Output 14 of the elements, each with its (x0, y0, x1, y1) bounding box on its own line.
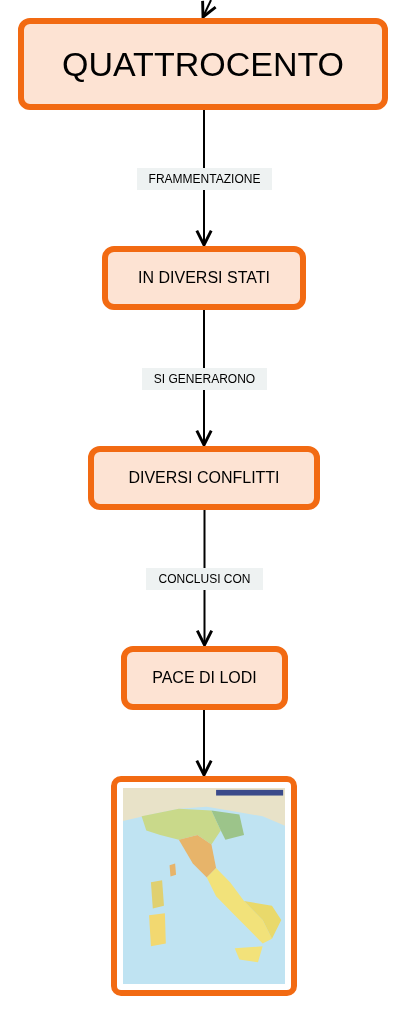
concept-box (88, 446, 320, 510)
concept-text: DIVERSI CONFLITTI (128, 468, 280, 488)
concept-text: QUATTROCENTO (61, 43, 345, 85)
concept-text: IN DIVERSI STATI (138, 268, 270, 288)
edge-label: SI GENERARONO (141, 368, 268, 390)
arrow (201, 0, 218, 19)
edge-label: FRAMMENTAZIONE (136, 168, 273, 190)
concept-text: PACE DI LODI (152, 668, 257, 688)
concept-box (102, 246, 306, 310)
arrow (195, 709, 213, 777)
concept-box (18, 18, 388, 110)
concept-box (121, 646, 288, 710)
picture-frame (111, 776, 297, 996)
edge-label: CONCLUSI CON (146, 568, 263, 590)
